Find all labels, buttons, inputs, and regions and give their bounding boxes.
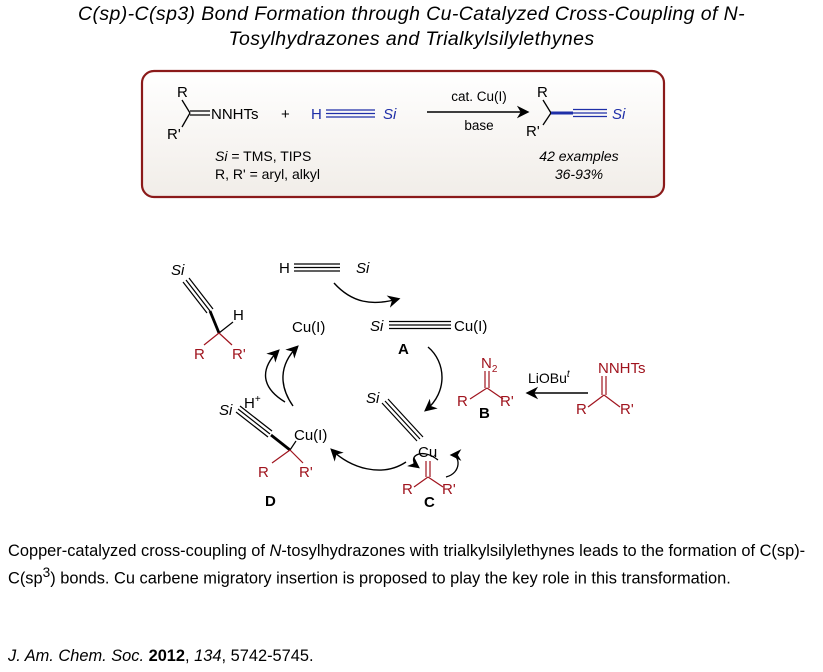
insertion-arrow-2: [445, 449, 462, 478]
svg-text:R: R: [576, 401, 587, 418]
caption: Copper-catalyzed cross-coupling of N-tos…: [8, 542, 806, 588]
yield-range: 36-93%: [555, 166, 603, 182]
silylethyne-entry: H Si: [279, 260, 370, 277]
svg-text:Cu(I): Cu(I): [294, 427, 327, 444]
svg-text:Si: Si: [219, 402, 233, 419]
svg-text:R': R': [500, 393, 514, 410]
catalyst-label: cat. Cu(I): [451, 89, 507, 104]
title: C(sp)-C(sp3) Bond Formation through Cu-C…: [0, 2, 823, 52]
insertion-arrow-1: [407, 453, 439, 469]
svg-text:R': R': [232, 346, 246, 363]
caption-sup: 3: [42, 565, 51, 580]
liobu-label: LiOBut: [528, 369, 571, 386]
si-definition: Si = TMS, TIPS: [215, 148, 311, 164]
product-r-prime-label: R': [526, 123, 540, 140]
svg-text:R': R': [620, 401, 634, 418]
cycle-arrow-c-to-d: [330, 448, 407, 471]
citation-year: 2012: [148, 647, 186, 665]
nnhts-label: NNHTs: [211, 106, 259, 123]
tosylhydrazone-reactant: R R' NNHTs: [167, 84, 259, 143]
svg-text:R: R: [258, 464, 269, 481]
svg-text:H: H: [233, 307, 244, 324]
citation-volume: 134: [194, 647, 222, 665]
examples-count: 42 examples: [539, 148, 618, 164]
plus-sign: +: [281, 106, 290, 123]
intermediate-b: N2 R R' B: [457, 355, 514, 422]
svg-text:H: H: [279, 260, 290, 277]
coupling-product: R R' Si: [526, 84, 626, 140]
proton-label: H+: [244, 394, 261, 412]
title-line-1: C(sp)-C(sp3) Bond Formation through Cu-C…: [77, 3, 745, 25]
summary-box: [140, 69, 666, 199]
cycle-product: Si H R R': [171, 262, 246, 363]
cu-catalyst-label: Cu(I): [292, 319, 325, 336]
svg-text:R': R': [299, 464, 313, 481]
hydrazone-substrate: NNHTs R R': [576, 360, 646, 418]
cycle-arrow-to-product: [264, 349, 286, 403]
svg-text:Cu(I): Cu(I): [454, 318, 487, 335]
svg-text:Si: Si: [366, 390, 380, 407]
label-d: D: [265, 493, 276, 510]
r-label: R: [177, 84, 188, 101]
label-a: A: [398, 341, 409, 358]
cycle-arrow-a-to-c: [424, 346, 443, 412]
product-si-label: Si: [612, 106, 626, 123]
svg-text:R: R: [402, 481, 413, 498]
si-label: Si: [383, 106, 397, 123]
product-r-label: R: [537, 84, 548, 101]
intermediate-a: Si Cu(I) A: [370, 318, 487, 358]
title-line-2: Tosylhydrazones and Trialkylsilylethynes: [228, 28, 595, 50]
svg-text:Si: Si: [171, 262, 185, 279]
svg-text:Si: Si: [356, 260, 370, 277]
reaction-scheme: R R' NNHTs + H Si cat. Cu(I) base R R' S…: [140, 69, 666, 511]
svg-text:R': R': [442, 481, 456, 498]
svg-text:Si: Si: [370, 318, 384, 335]
r-prime-label: R': [167, 126, 181, 143]
svg-text:R: R: [457, 393, 468, 410]
svg-text:NNHTs: NNHTs: [598, 360, 646, 377]
r-definition: R, R' = aryl, alkyl: [215, 166, 320, 182]
cycle-arrow-d-to-cu: [282, 345, 299, 407]
label-c: C: [424, 494, 435, 511]
intermediate-c: Si Cu R R' C: [366, 390, 462, 511]
svg-text:N2: N2: [481, 355, 498, 375]
journal-name: J. Am. Chem. Soc.: [8, 647, 145, 665]
svg-text:Cu: Cu: [418, 444, 437, 461]
intermediate-d: Si Cu(I) R R' D: [219, 402, 327, 510]
citation: J. Am. Chem. Soc. 2012, 134, 5742-5745.: [8, 647, 314, 665]
h-label: H: [311, 106, 322, 123]
silylethyne-reactant: H Si: [311, 106, 397, 123]
svg-text:R: R: [194, 346, 205, 363]
base-label: base: [464, 118, 493, 133]
cycle-arrow-to-a: [333, 282, 401, 308]
caption-italic-n: N: [269, 542, 282, 560]
label-b: B: [479, 405, 490, 422]
